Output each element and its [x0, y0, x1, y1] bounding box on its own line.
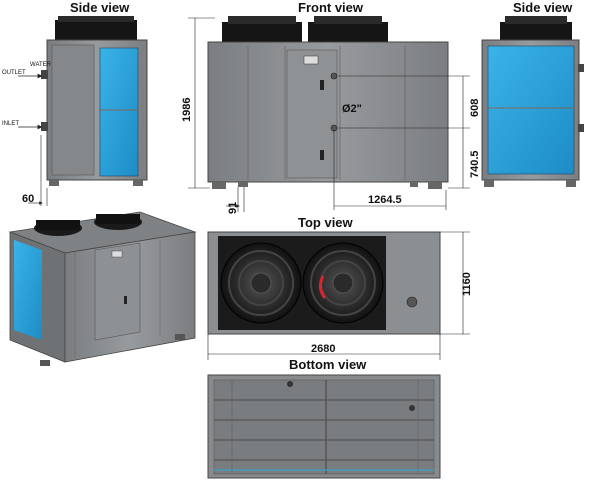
dim-foot-offset: 91: [227, 202, 239, 214]
fan-2-red-accent: [318, 275, 327, 299]
front-view: Ø2" 1986 608 740.5 91 1264.5: [181, 16, 481, 214]
foot: [175, 334, 185, 340]
water-label: WATER: [30, 62, 52, 68]
side-view-left-title: Side view: [70, 0, 130, 15]
foot: [484, 180, 494, 187]
fan-shroud: [55, 20, 137, 42]
door-handle: [320, 150, 324, 160]
iso-fan-1-body: [36, 220, 80, 230]
outlet-label: OUTLET: [2, 70, 26, 76]
side-view-left: WATER OUTLET INLET 60: [2, 16, 148, 206]
dim-height: 1986: [181, 98, 193, 122]
iso-fan-2-body: [96, 214, 140, 224]
iso-control-door: [94, 242, 141, 341]
fan-1-ring: [238, 260, 284, 306]
outlet-pipe: [41, 70, 48, 79]
iso-left-coil: [14, 240, 42, 340]
fan-2-hub: [332, 272, 354, 294]
front-view-title: Front view: [298, 0, 364, 15]
foot: [566, 180, 576, 187]
fan-grille: [505, 16, 567, 24]
drain: [409, 405, 415, 411]
side-view-right: [481, 16, 584, 187]
inlet-pipe: [41, 122, 48, 131]
fan-2-ring: [310, 250, 376, 316]
foot: [133, 180, 143, 186]
fan-grille: [58, 16, 134, 22]
dim-lower-pipe: 740.5: [469, 150, 481, 178]
pipe-stub: [578, 124, 584, 132]
door-handle: [124, 296, 127, 304]
fan-shroud: [500, 22, 572, 44]
side-view-right-title: Side view: [513, 0, 573, 15]
foot: [212, 182, 226, 189]
dim-upper-pipe: 608: [469, 99, 481, 117]
dim-side-depth: 60: [22, 193, 34, 205]
foot: [49, 180, 59, 186]
bottom-view: [207, 374, 441, 479]
fan-1-ring: [228, 250, 294, 316]
door-handle: [320, 80, 324, 90]
foot: [410, 182, 418, 187]
control-display: [303, 55, 319, 65]
side-left-coil: [99, 47, 139, 177]
top-view: 1160 2680: [207, 231, 473, 360]
dim-pipe-offset: 1264.5: [368, 194, 402, 206]
isometric-view: [8, 211, 197, 366]
upper-pipe: [330, 72, 338, 80]
foot: [238, 182, 248, 187]
fan-grille-1: [228, 16, 296, 24]
foot: [40, 360, 50, 366]
foot: [428, 182, 442, 189]
pipe-stub: [578, 64, 584, 72]
pipe-diameter-label: Ø2": [342, 103, 362, 115]
dim-top-depth: 1160: [461, 272, 473, 296]
drain: [287, 381, 293, 387]
control-door: [286, 49, 338, 179]
side-right-coil: [487, 45, 575, 175]
fan-grille-2: [314, 16, 382, 24]
top-view-title: Top view: [298, 215, 354, 230]
fan-1-hub: [250, 272, 272, 294]
fan-shroud-1: [222, 22, 302, 44]
side-left-door: [51, 44, 95, 176]
top-pipe: [406, 296, 418, 308]
inlet-label: INLET: [2, 121, 19, 127]
fan-shroud-2: [308, 22, 388, 44]
dim-length: 2680: [311, 343, 335, 355]
iso-display: [111, 250, 123, 258]
bottom-base: [213, 379, 435, 475]
bottom-view-title: Bottom view: [289, 357, 367, 372]
